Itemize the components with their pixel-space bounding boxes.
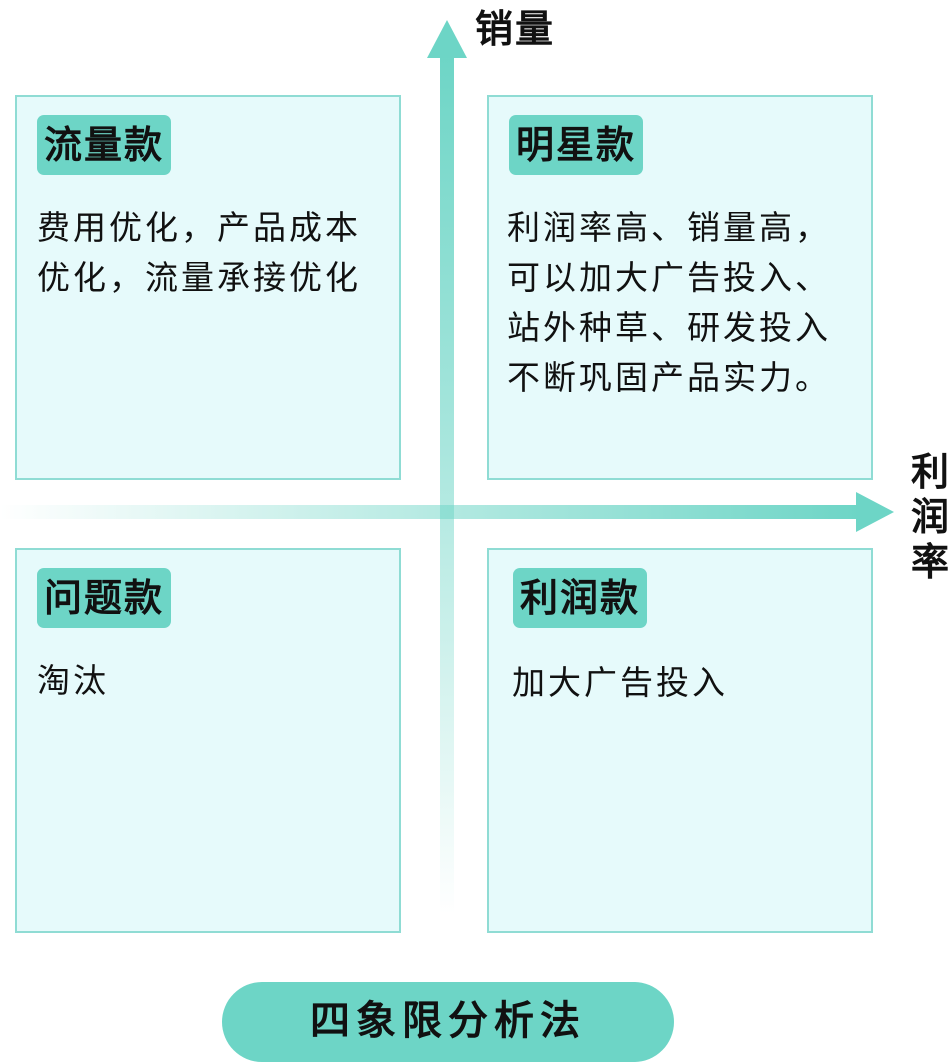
- x-axis-line: [0, 505, 862, 519]
- quadrant-tag: 利润款: [513, 568, 648, 628]
- y-axis-line: [440, 52, 454, 914]
- y-axis-label: 销量: [475, 7, 556, 51]
- x-axis-label: 利润率: [910, 450, 949, 584]
- quadrant-bottom-right: 利润款 加大广告投入: [487, 548, 873, 933]
- quadrant-description: 费用优化，产品成本优化，流量承接优化: [37, 208, 361, 297]
- quadrant-top-left: 流量款 费用优化，产品成本优化，流量承接优化: [15, 95, 401, 480]
- quadrant-description: 淘汰: [37, 661, 109, 700]
- diagram-title: 四象限分析法: [222, 982, 674, 1062]
- quadrant-tag: 明星款: [509, 115, 644, 175]
- quadrant-tag: 流量款: [37, 115, 172, 175]
- y-axis-arrowhead: [427, 20, 467, 58]
- quadrant-top-right: 明星款 利润率高、销量高，可以加大广告投入、站外种草、研发投入不断巩固产品实力。: [487, 95, 873, 480]
- quadrant-description: 加大广告投入: [512, 663, 728, 702]
- quadrant-bottom-left: 问题款 淘汰: [15, 548, 401, 933]
- quadrant-description: 利润率高、销量高，可以加大广告投入、站外种草、研发投入不断巩固产品实力。: [507, 208, 831, 397]
- quadrant-tag: 问题款: [37, 568, 172, 628]
- x-axis-arrowhead: [856, 492, 894, 532]
